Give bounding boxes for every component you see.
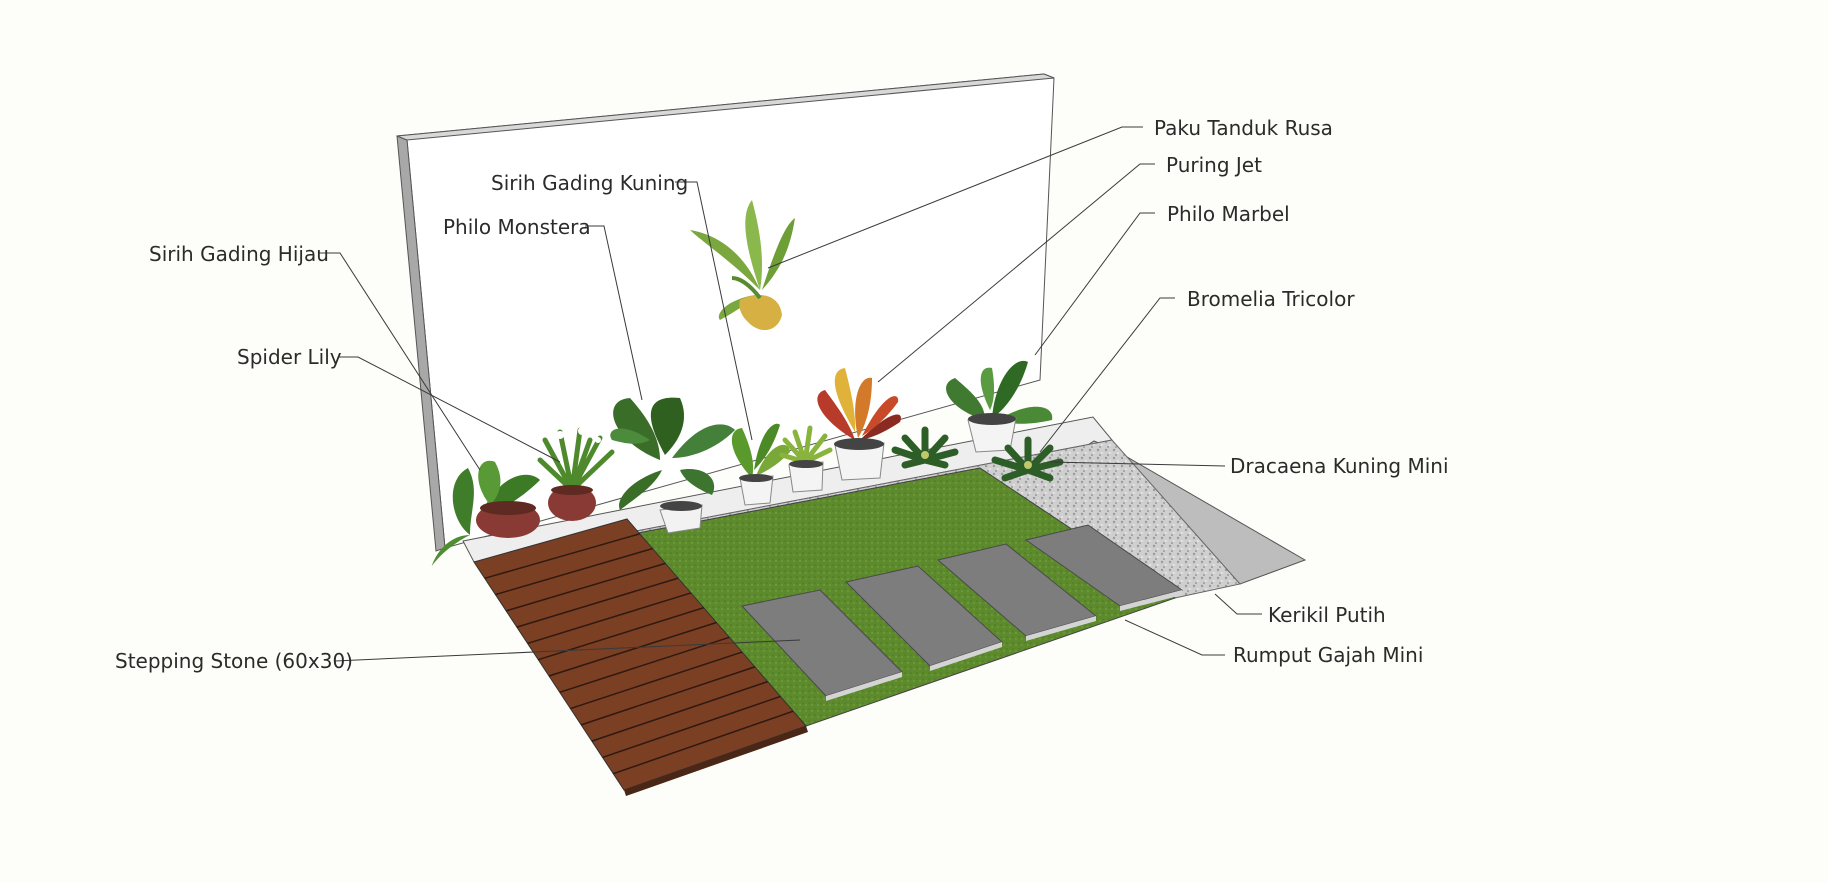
label-sirih-gading-kuning: Sirih Gading Kuning bbox=[491, 171, 688, 195]
deck-board-gap bbox=[602, 695, 781, 759]
deck-board-gap bbox=[580, 666, 756, 726]
label-sirih-gading-hijau: Sirih Gading Hijau bbox=[149, 242, 329, 266]
plant-spider-lily bbox=[537, 427, 615, 521]
deck-board-gap bbox=[527, 592, 692, 645]
label-stepping-stone: Stepping Stone (60x30) bbox=[115, 649, 353, 673]
label-philo-monstera: Philo Monstera bbox=[443, 215, 591, 239]
deck-board-gap bbox=[559, 636, 730, 693]
label-puring-jet: Puring Jet bbox=[1166, 153, 1262, 177]
plant-philo-marbel bbox=[946, 360, 1053, 453]
label-rumput-gajah-mini: Rumput Gajah Mini bbox=[1233, 643, 1423, 667]
plant-puring-jet bbox=[817, 368, 901, 481]
label-paku-tanduk-rusa: Paku Tanduk Rusa bbox=[1154, 116, 1333, 140]
stepping-stone-edge bbox=[930, 642, 1002, 671]
deck-board-gap bbox=[484, 533, 640, 580]
deck-board-gap bbox=[591, 680, 768, 742]
deck-board-gap bbox=[495, 547, 653, 596]
deck-board-gap bbox=[570, 651, 743, 710]
deck-board-gap bbox=[505, 562, 666, 612]
stepping-stone-edge bbox=[826, 672, 902, 701]
plant-dracaena-kuning-mini bbox=[779, 425, 833, 493]
deck-board-gap bbox=[548, 621, 717, 677]
plant-labels: Paku Tanduk Rusa Puring Jet Philo Marbel… bbox=[115, 116, 1449, 673]
leader-lines bbox=[318, 126, 1262, 662]
label-spider-lily: Spider Lily bbox=[237, 345, 342, 369]
stepping-stone-edge bbox=[1120, 590, 1182, 611]
deck-board-gap bbox=[516, 577, 679, 628]
stepping-stones bbox=[741, 524, 1184, 701]
label-kerikil-putih: Kerikil Putih bbox=[1268, 603, 1386, 627]
wooden-deck bbox=[473, 518, 808, 796]
label-bromelia-tricolor: Bromelia Tricolor bbox=[1187, 287, 1355, 311]
plant-sirih-gading-hijau bbox=[431, 460, 540, 566]
plant-bromelia-2 bbox=[991, 436, 1064, 482]
plant-paku-tanduk-rusa bbox=[690, 200, 795, 331]
plant-bromelia-1 bbox=[891, 426, 959, 469]
label-dracaena-kuning-mini: Dracaena Kuning Mini bbox=[1230, 454, 1449, 478]
plant-philo-monstera bbox=[610, 397, 735, 534]
label-philo-marbel: Philo Marbel bbox=[1167, 202, 1290, 226]
deck-board-gap bbox=[613, 710, 794, 775]
stepping-stone-edge bbox=[1026, 616, 1096, 641]
